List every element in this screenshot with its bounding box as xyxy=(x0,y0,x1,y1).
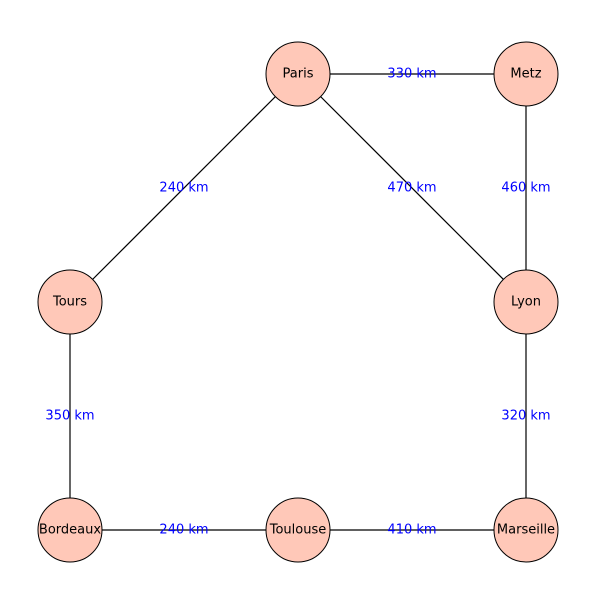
node-circle-tours xyxy=(37,269,103,335)
edge-paris-lyon xyxy=(297,73,527,303)
node-circle-toulouse xyxy=(265,497,331,563)
edge-label-bordeaux-toulouse: 240 km xyxy=(159,523,208,538)
edges-layer xyxy=(69,73,527,531)
edge-label-paris-lyon: 470 km xyxy=(387,181,436,196)
node-label-toulouse: Toulouse xyxy=(269,523,327,538)
node-circle-metz xyxy=(493,41,559,107)
node-toulouse: Toulouse xyxy=(265,497,331,563)
edge-label-lyon-marseille: 320 km xyxy=(501,409,550,424)
edge-labels-layer: 330 km 240 km 470 km 460 km 350 km 320 km 240 … xyxy=(45,67,550,538)
node-circle-bordeaux xyxy=(37,497,103,563)
edge-label-tours-bordeaux: 350 km xyxy=(45,409,94,424)
edge-label-paris-tours: 240 km xyxy=(159,181,208,196)
node-lyon: Lyon xyxy=(493,269,559,335)
node-metz: Metz xyxy=(493,41,559,107)
node-bordeaux: Bordeaux xyxy=(37,497,103,563)
node-paris: Paris xyxy=(265,41,331,107)
node-label-marseille: Marseille xyxy=(497,523,555,538)
edge-label-toulouse-marseille: 410 km xyxy=(387,523,436,538)
node-label-tours: Tours xyxy=(52,295,87,310)
node-circle-marseille xyxy=(493,497,559,563)
node-label-paris: Paris xyxy=(283,67,314,82)
node-marseille: Marseille xyxy=(493,497,559,563)
node-tours: Tours xyxy=(37,269,103,335)
node-label-lyon: Lyon xyxy=(511,295,541,310)
node-label-bordeaux: Bordeaux xyxy=(39,523,101,538)
node-circle-lyon xyxy=(493,269,559,335)
edge-paris-tours xyxy=(69,73,299,303)
node-label-metz: Metz xyxy=(510,67,541,82)
node-circle-paris xyxy=(265,41,331,107)
edge-label-paris-metz: 330 km xyxy=(387,67,436,82)
edge-label-metz-lyon: 460 km xyxy=(501,181,550,196)
